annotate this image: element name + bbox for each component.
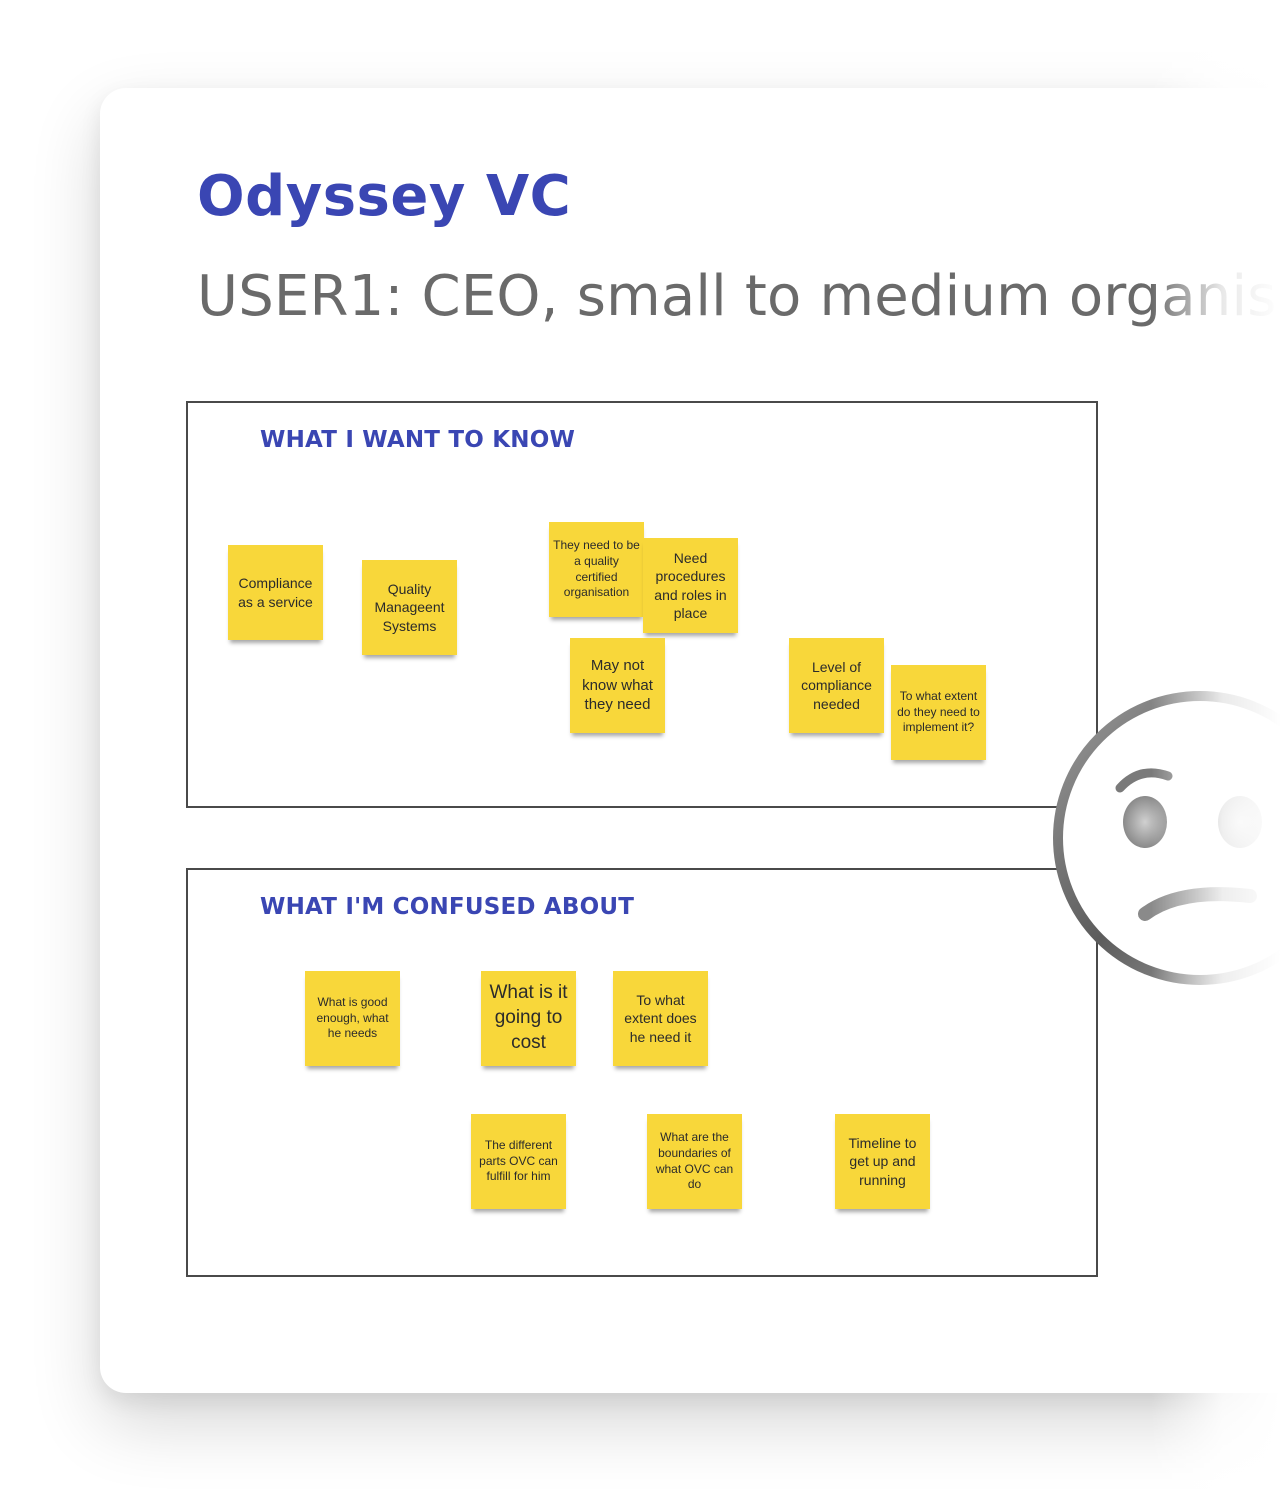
sticky-note[interactable]: Level of compliance needed (789, 638, 884, 733)
section-what-im-confused-about: WHAT I'M CONFUSED ABOUT What is good eno… (186, 868, 1098, 1277)
sticky-note[interactable]: Compliance as a service (228, 545, 323, 640)
sticky-note[interactable]: Need procedures and roles in place (643, 538, 738, 633)
page-title: Odyssey VC (197, 164, 572, 229)
sticky-note[interactable]: The different parts OVC can fulfill for … (471, 1114, 566, 1209)
sticky-note[interactable]: What are the boundaries of what OVC can … (647, 1114, 742, 1209)
sticky-note[interactable]: To what extent do they need to implement… (891, 665, 986, 760)
sticky-note[interactable]: What is good enough, what he needs (305, 971, 400, 1066)
page-subtitle: USER1: CEO, small to medium organis (197, 264, 1277, 329)
section-what-i-want-to-know: WHAT I WANT TO KNOW Compliance as a serv… (186, 401, 1098, 808)
sticky-note[interactable]: May not know what they need (570, 638, 665, 733)
section-heading: WHAT I'M CONFUSED ABOUT (260, 894, 635, 920)
sticky-note[interactable]: What is it going to cost (481, 971, 576, 1066)
sticky-note[interactable]: To what extent does he need it (613, 971, 708, 1066)
confused-face-icon (1053, 691, 1281, 985)
section-heading: WHAT I WANT TO KNOW (260, 427, 576, 453)
sticky-note[interactable]: They need to be a quality certified orga… (549, 522, 644, 617)
sticky-note[interactable]: Quality Manageent Systems (362, 560, 457, 655)
sticky-note[interactable]: Timeline to get up and running (835, 1114, 930, 1209)
